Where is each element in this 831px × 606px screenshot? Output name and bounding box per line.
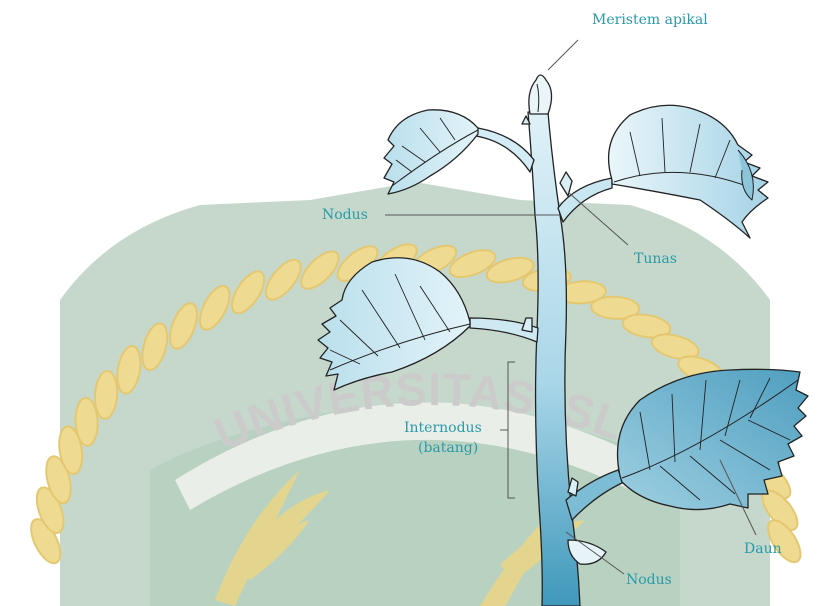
label-nodus-lower: Nodus [626,572,672,588]
apical-meristem-bud [529,75,552,114]
label-daun: Daun [744,541,782,557]
label-tunas: Tunas [634,251,677,267]
label-meristem-apikal: Meristem apikal [592,12,708,28]
leaf-upper-left [384,110,478,194]
leader-meristem [548,40,578,70]
branch-upper-left [476,128,534,172]
label-internodus: Internodus [404,420,482,436]
label-nodus-upper: Nodus [322,207,368,223]
axillary-bud-2 [560,172,572,196]
label-internodus-batang: (batang) [418,440,478,456]
